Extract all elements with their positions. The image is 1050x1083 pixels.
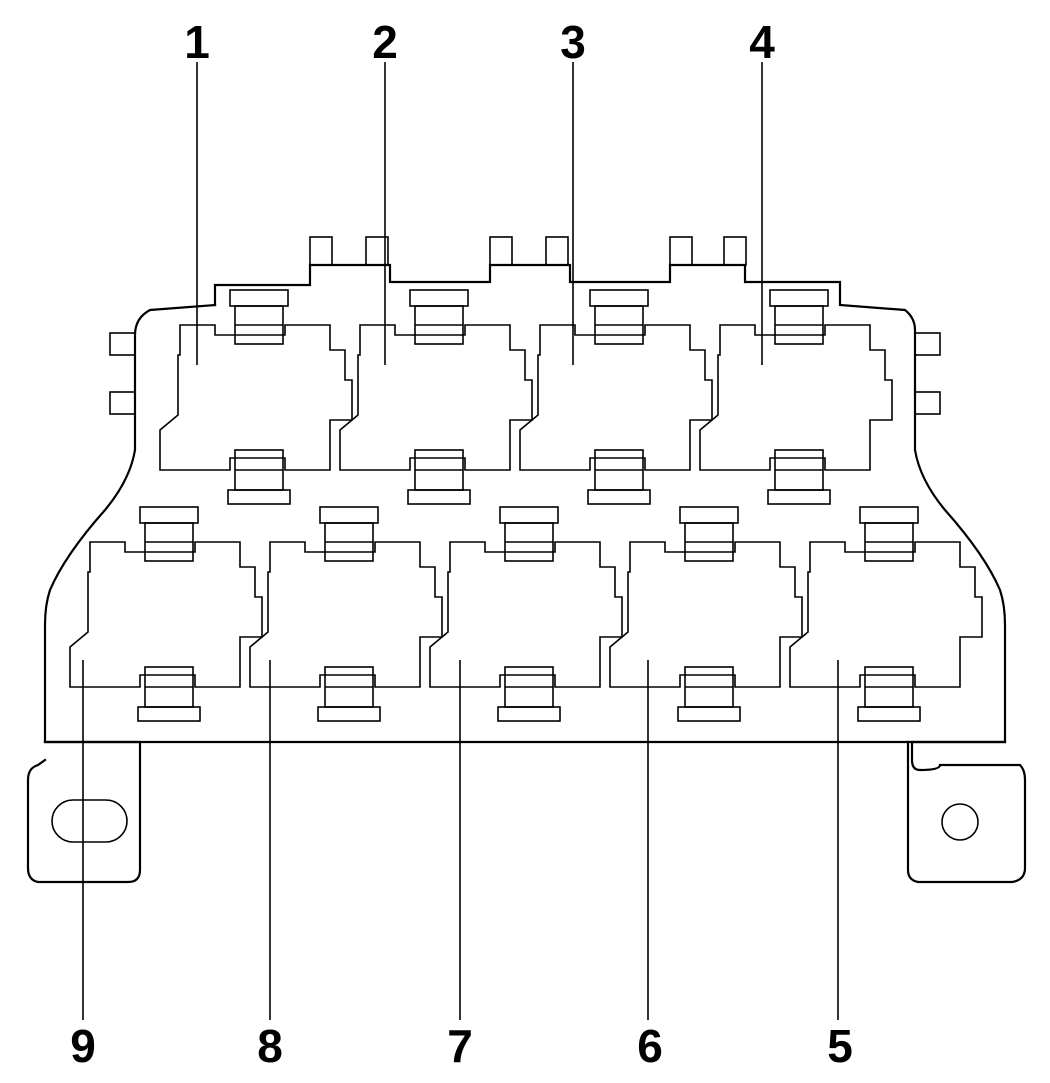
housing-outline	[213, 263, 1027, 884]
top-row-sockets	[159, 289, 893, 505]
relay-socket-bottom-2	[249, 506, 443, 722]
callout-9: 9	[70, 1020, 96, 1072]
callout-8: 8	[257, 1020, 283, 1072]
relay-socket-top-3	[519, 289, 713, 505]
callout-5: 5	[827, 1020, 853, 1072]
round-hole-right	[941, 803, 979, 841]
bottom-row-sockets	[69, 506, 983, 722]
leader-lines	[82, 62, 839, 1020]
side-tabs	[109, 332, 941, 415]
top-clips	[309, 236, 747, 266]
housing-outline-left	[26, 303, 217, 884]
callout-1: 1	[184, 16, 210, 68]
relay-socket-bottom-4	[609, 506, 803, 722]
callout-3: 3	[560, 16, 586, 68]
slot-hole-left	[51, 799, 128, 843]
callout-4: 4	[749, 16, 775, 68]
relay-socket-top-4	[699, 289, 893, 505]
callout-labels: 1 2 3 4 9 8 7 6 5	[70, 16, 853, 1072]
relay-socket-top-1	[159, 289, 353, 505]
callout-2: 2	[372, 16, 398, 68]
relay-socket-bottom-1	[69, 506, 263, 722]
mounting-holes	[51, 799, 979, 843]
relay-socket-bottom-3	[429, 506, 623, 722]
relay-socket-top-2	[339, 289, 533, 505]
relay-socket-bottom-5	[789, 506, 983, 722]
callout-6: 6	[637, 1020, 663, 1072]
callout-7: 7	[447, 1020, 473, 1072]
